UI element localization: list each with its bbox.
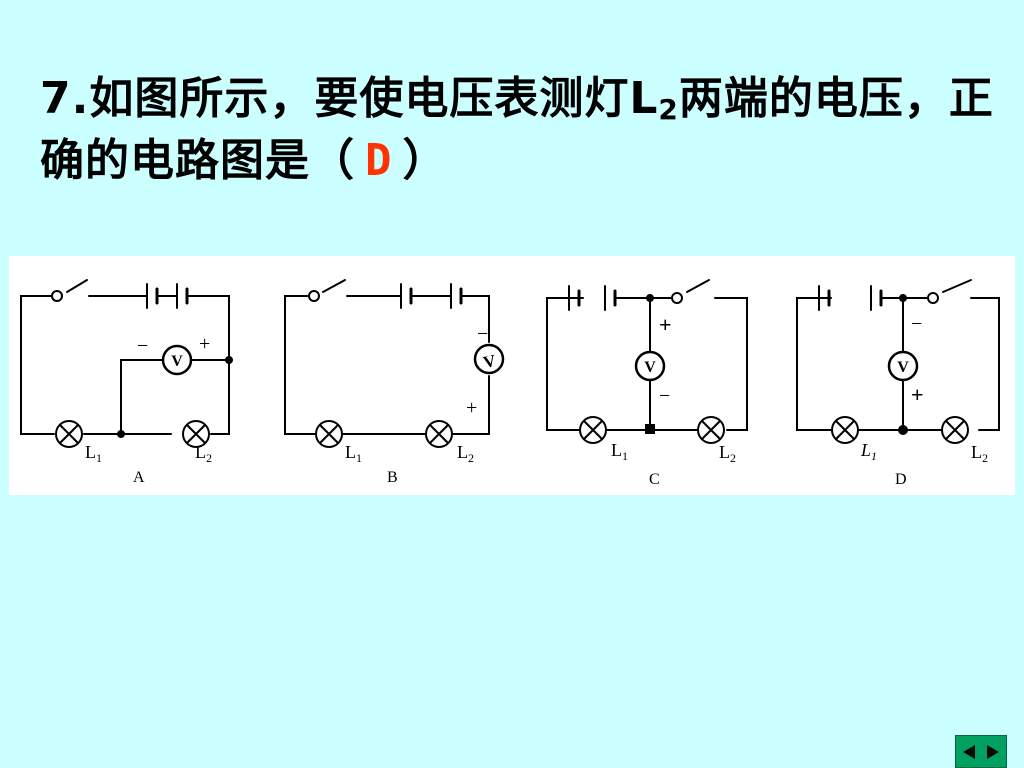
voltmeter-d-label: V (897, 359, 909, 376)
circuit-label-b: B (387, 469, 398, 486)
triangle-left-icon (963, 744, 975, 759)
voltmeter-a-minus: − (137, 335, 148, 357)
voltmeter-c-plus: + (659, 312, 672, 337)
l1-label-b: L1 (345, 442, 362, 465)
lamp-l1-d (831, 416, 859, 444)
circuit-label-d: D (895, 471, 907, 488)
question-text: 7.如图所示，要使电压表测灯L2两端的电压，正确的电路图是（D） (40, 68, 1000, 192)
question-close-paren: ） (402, 135, 448, 186)
question-number: 7. (40, 73, 90, 124)
question-text-part1: 如图所示，要使电压表测灯L (89, 73, 659, 124)
l1-label-a: L1 (85, 442, 102, 465)
circuit-b (284, 279, 490, 435)
circuit-a (20, 279, 233, 438)
l2-label-a: L2 (195, 442, 212, 465)
voltmeter-c-minus: − (659, 385, 670, 407)
l1-label-c: L1 (611, 440, 628, 463)
l2-label-d: L2 (971, 442, 988, 465)
voltmeter-b-plus: + (466, 397, 477, 419)
circuit-c (546, 279, 748, 434)
slide-nav (955, 735, 1007, 768)
next-slide-button[interactable] (983, 741, 1003, 763)
lamp-l1-a (55, 420, 83, 448)
circuit-d (796, 279, 1000, 435)
prev-slide-button[interactable] (959, 741, 979, 763)
answer-label: D (365, 135, 393, 186)
lamp-l1-b (315, 420, 343, 448)
voltmeter-c-label: V (644, 359, 656, 376)
lamp-l2-c (697, 416, 725, 444)
circuit-label-a: A (133, 469, 145, 486)
l1-label-d: L1 (860, 440, 877, 463)
voltmeter-b-minus: − (477, 323, 488, 345)
voltmeter-b-label: V (482, 351, 499, 372)
question-text-part2: 两端的电压，正确的电路图是（ (40, 73, 994, 186)
lamp-l2-d (941, 416, 969, 444)
lamp-l1-c (579, 416, 607, 444)
l2-label-b: L2 (457, 442, 474, 465)
circuit-figure: V − + L1 L2 A V − + L1 L2 B V + − L1 L2 … (9, 256, 1015, 495)
voltmeter-d-plus: + (911, 382, 924, 407)
voltmeter-a-label: V (171, 353, 183, 370)
l2-label-c: L2 (719, 442, 736, 465)
voltmeter-d-minus: − (911, 313, 922, 335)
lamp-l2-b (425, 420, 453, 448)
triangle-right-icon (987, 744, 999, 759)
circuit-label-c: C (649, 471, 660, 488)
question-subscript: 2 (658, 93, 679, 126)
voltmeter-a-plus: + (199, 333, 210, 355)
